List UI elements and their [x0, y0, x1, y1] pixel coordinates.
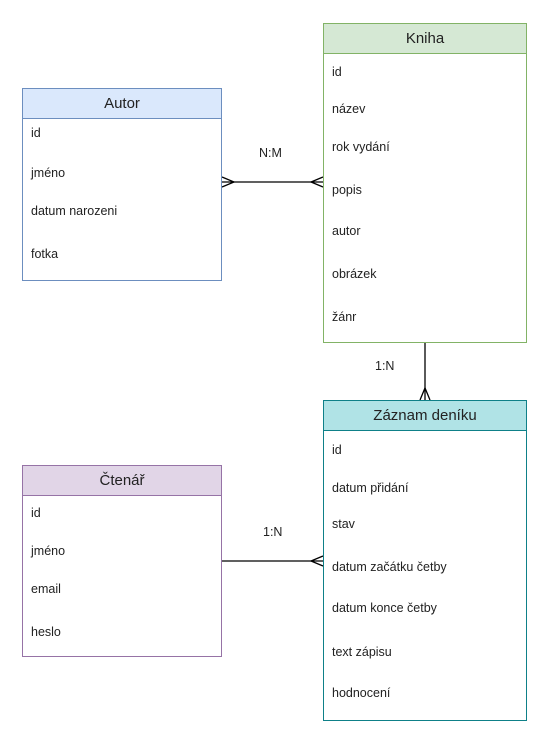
attribute: id — [332, 65, 342, 79]
relationship-label-ctenar-zaznam: 1:N — [263, 525, 283, 539]
crowfoot-zaznam-left-end — [309, 555, 324, 567]
entity-title: Čtenář — [23, 466, 221, 496]
attribute: fotka — [31, 247, 59, 261]
attribute: jméno — [31, 544, 66, 558]
entity-kniha[interactable]: Kniha id název rok vydání popis autor ob… — [323, 23, 527, 343]
attribute: obrázek — [332, 267, 377, 281]
relationship-label-autor-kniha: N:M — [259, 146, 282, 160]
attribute: jméno — [31, 166, 66, 180]
attribute: žánr — [332, 310, 357, 324]
entity-title: Záznam deníku — [324, 401, 526, 431]
attribute: název — [332, 102, 366, 116]
attribute: autor — [332, 224, 361, 238]
crowfoot-kniha-end — [309, 176, 324, 188]
relationship-label-kniha-zaznam: 1:N — [375, 359, 395, 373]
attribute: stav — [332, 517, 355, 531]
attribute: text zápisu — [332, 645, 392, 659]
attribute: id — [332, 443, 342, 457]
crowfoot-autor-end — [221, 176, 236, 188]
crowfoot-zaznam-end — [419, 386, 431, 401]
attribute: datum narozeni — [31, 204, 118, 218]
attribute: id — [31, 506, 41, 520]
attribute: popis — [332, 183, 362, 197]
attribute: datum přidání — [332, 481, 409, 495]
entity-zaznam-deniku[interactable]: Záznam deníku id datum přidání stav datu… — [323, 400, 527, 721]
entity-autor[interactable]: Autor id jméno datum narozeni fotka — [22, 88, 222, 281]
attribute: hodnocení — [332, 686, 391, 700]
attribute: id — [31, 126, 41, 140]
attribute: rok vydání — [332, 140, 390, 154]
attribute: datum začátku četby — [332, 560, 447, 574]
entity-title: Kniha — [324, 24, 526, 54]
attribute: heslo — [31, 625, 61, 639]
attribute: datum konce četby — [332, 601, 437, 615]
entity-title: Autor — [23, 89, 221, 119]
attribute: email — [31, 582, 61, 596]
entity-ctenar[interactable]: Čtenář id jméno email heslo — [22, 465, 222, 657]
